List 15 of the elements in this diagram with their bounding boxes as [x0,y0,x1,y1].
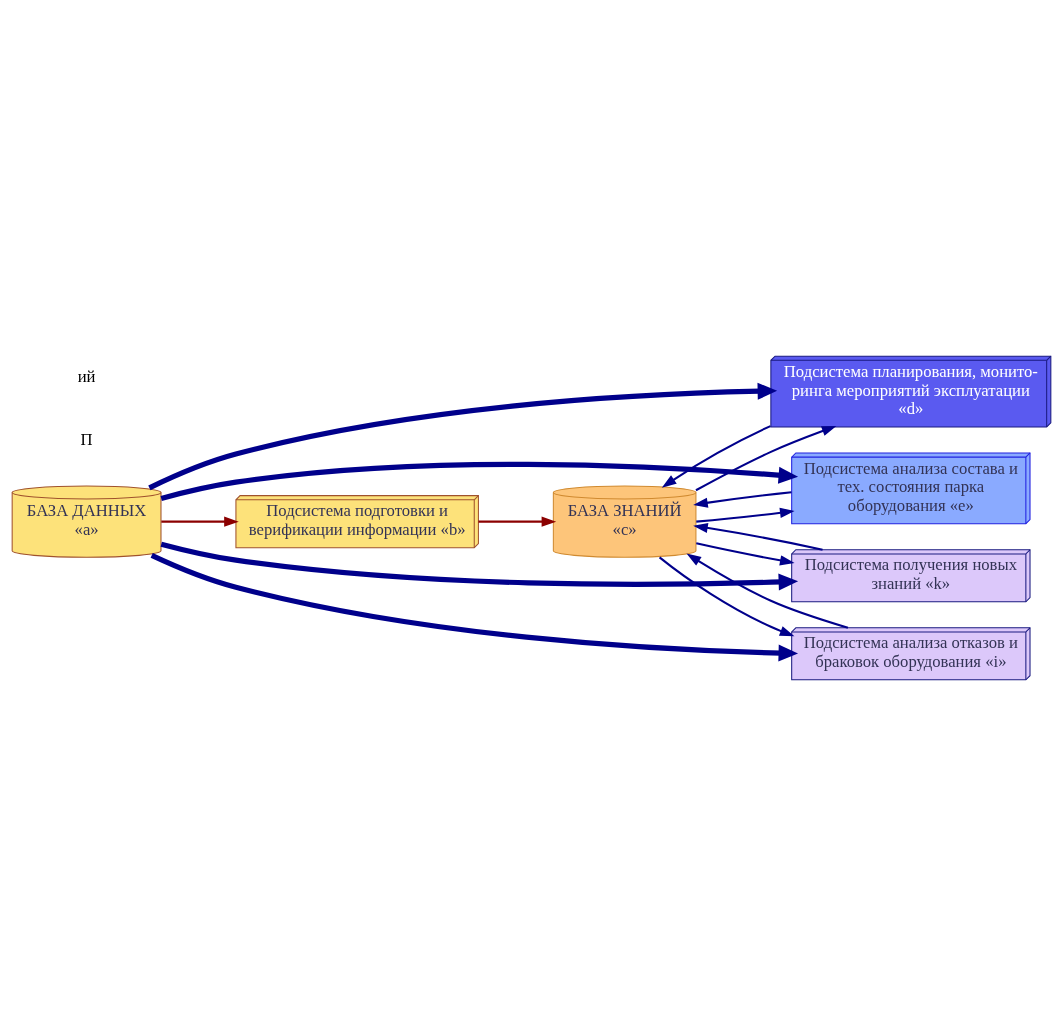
arrow [150,552,799,662]
arrow [148,382,778,491]
arrow [478,516,557,527]
label: ий [77,366,96,386]
arrow [693,491,792,508]
arrow [161,516,239,527]
arrow [661,425,771,488]
arrow [696,507,795,523]
arrow [160,541,799,591]
arrow [686,553,849,629]
arrow [693,522,823,551]
arrow [696,542,795,566]
label: П [80,430,93,450]
arrow [695,425,837,492]
arrow [658,556,795,637]
